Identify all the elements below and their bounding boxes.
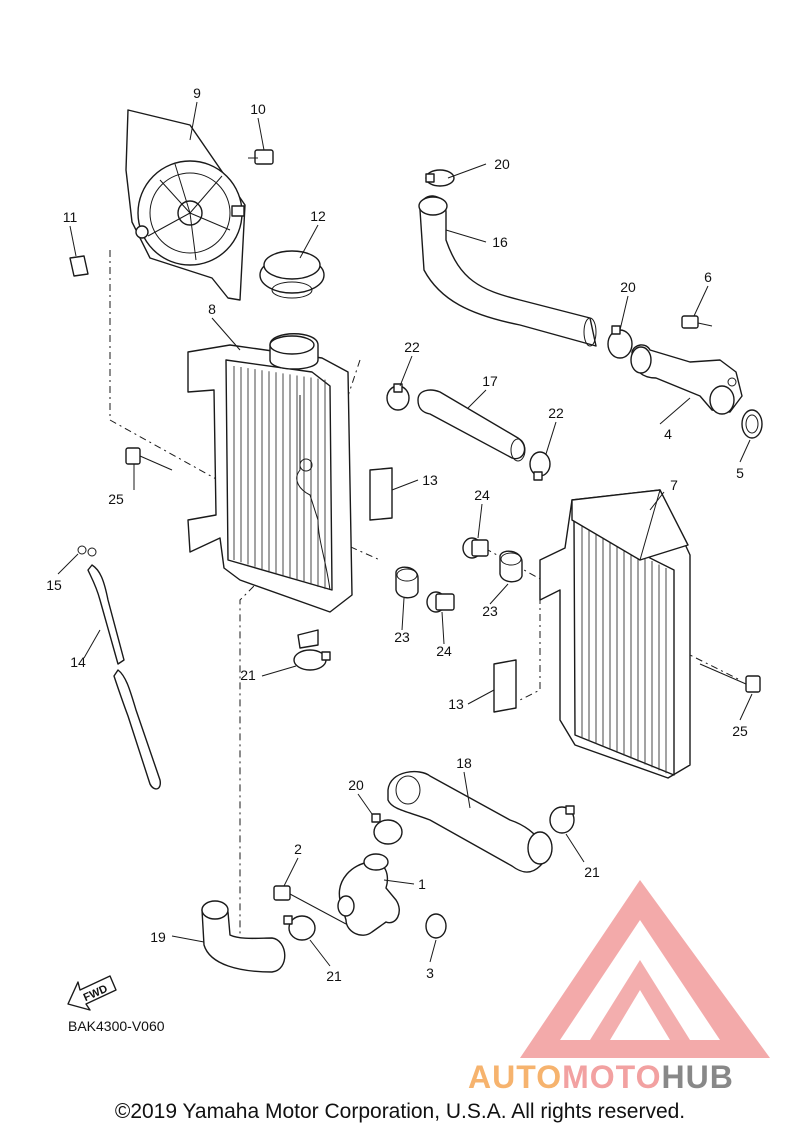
callout-25-left: 25 — [108, 491, 124, 507]
callout-22-right: 22 — [548, 405, 564, 421]
part-17-middle-hose — [417, 389, 526, 462]
callout-8: 8 — [208, 301, 216, 317]
part-6-bolt — [681, 315, 713, 329]
part-7-right-radiator — [539, 489, 691, 779]
leader-lines — [57, 101, 753, 967]
part-3-gasket — [425, 913, 447, 939]
copyright-notice: ©2019 Yamaha Motor Corporation, U.S.A. A… — [114, 1100, 686, 1123]
callout-25-right: 25 — [732, 723, 748, 739]
watermark-text: AUTOMOTOHUB — [468, 1059, 734, 1095]
fwd-arrow-icon: FWD — [67, 975, 117, 1011]
part-2-bolt — [273, 885, 347, 925]
callout-6: 6 — [704, 269, 712, 285]
callout-21-lower: 21 — [326, 968, 342, 984]
diagram-code: BAK4300-V060 — [68, 1018, 165, 1034]
part-25-bolts — [125, 447, 761, 693]
callout-18: 18 — [456, 755, 472, 771]
callout-22-left: 22 — [404, 339, 420, 355]
callout-23-left: 23 — [394, 629, 410, 645]
callout-13-lower: 13 — [448, 696, 464, 712]
callout-labels: 9 10 11 12 8 20 16 20 6 22 17 22 4 5 7 1… — [46, 85, 748, 984]
callout-1: 1 — [418, 876, 426, 892]
callout-15: 15 — [46, 577, 62, 593]
part-24-collars — [426, 537, 489, 613]
callout-4: 4 — [664, 426, 672, 442]
callout-21-right: 21 — [584, 864, 600, 880]
part-1-pipe-fitting — [337, 853, 400, 936]
watermark-hub: HUB — [661, 1059, 733, 1095]
part-8-left-radiator — [187, 333, 353, 649]
callout-17: 17 — [482, 373, 498, 389]
part-5-o-ring — [741, 409, 763, 439]
part-21-clamps — [283, 649, 575, 941]
callout-11: 11 — [63, 209, 78, 225]
watermark-logo — [520, 880, 770, 1058]
part-12-radiator-cap — [259, 250, 325, 299]
watermark-auto: AUTO — [468, 1059, 562, 1095]
part-16-upper-hose — [418, 195, 597, 347]
callout-13-upper: 13 — [422, 472, 438, 488]
callout-10: 10 — [250, 101, 266, 117]
fwd-label: FWD — [82, 983, 110, 1004]
part-22-clamps — [386, 383, 551, 481]
callout-19: 19 — [150, 929, 166, 945]
watermark-moto: MOTO — [562, 1059, 661, 1095]
callout-2: 2 — [294, 841, 302, 857]
callout-7: 7 — [670, 477, 678, 493]
callout-23-right: 23 — [482, 603, 498, 619]
callout-14: 14 — [70, 654, 86, 670]
callout-20-top: 20 — [494, 156, 510, 172]
callout-20-lower: 20 — [348, 777, 364, 793]
part-19-lower-hose — [201, 900, 286, 973]
part-18-crossover-hose — [387, 770, 553, 873]
callout-5: 5 — [736, 465, 744, 481]
callout-21-upper: 21 — [240, 667, 256, 683]
callout-20-right: 20 — [620, 279, 636, 295]
callout-3: 3 — [426, 965, 434, 981]
part-4-thermostat-housing — [630, 344, 743, 415]
part-10-bolt — [248, 149, 274, 165]
part-23-grommets — [395, 550, 523, 599]
part-20-clamps — [371, 169, 633, 845]
callout-24-lower: 24 — [436, 643, 452, 659]
svg-text:AUTOMOTOHUB: AUTOMOTOHUB — [468, 1059, 734, 1095]
part-11-nut — [69, 255, 89, 277]
callout-12: 12 — [310, 208, 326, 224]
part-15-clip — [77, 545, 97, 557]
callout-16: 16 — [492, 234, 508, 250]
callout-24-upper: 24 — [474, 487, 490, 503]
part-9-fan-shroud — [125, 109, 246, 301]
callout-9: 9 — [193, 85, 201, 101]
part-14-overflow-hose — [87, 564, 162, 790]
part-13-dampers — [369, 467, 517, 713]
